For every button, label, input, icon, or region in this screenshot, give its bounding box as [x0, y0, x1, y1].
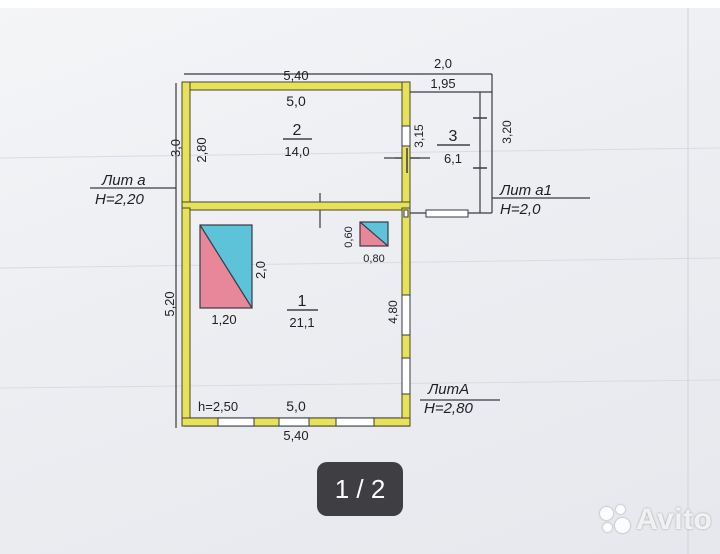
lit-a-label: Лит а — [101, 172, 146, 189]
stove-small-width: 0,80 — [363, 253, 384, 265]
avito-logo-icon — [600, 505, 630, 535]
left-inner-dim-a: 2,80 — [194, 137, 209, 162]
avito-watermark: Avito — [600, 500, 712, 540]
top-inner-dim: 5,0 — [286, 93, 306, 109]
stove-large-height: 2,0 — [253, 261, 268, 279]
page-counter: 1 / 2 — [317, 462, 403, 516]
left-outer-dim-main: 5,20 — [162, 291, 177, 316]
stove-small — [359, 221, 389, 247]
ext-right-dim: 3,20 — [500, 120, 514, 144]
bottom-outer-dim: 5,40 — [283, 428, 308, 443]
room-1-area: 21,1 — [289, 315, 314, 330]
stove-large-width: 1,20 — [211, 312, 236, 327]
paper-grid — [0, 8, 720, 554]
lit-main-label: ЛитА — [427, 381, 469, 398]
room-2-area: 14,0 — [284, 144, 309, 159]
lit-a-height: Н=2,20 — [95, 191, 144, 208]
room-2-number: 2 — [293, 122, 302, 139]
ext-room-ticks — [406, 117, 487, 173]
room-3-number: 3 — [449, 128, 458, 145]
stove-small-height: 0,60 — [343, 226, 355, 247]
top-outer-dim: 5,40 — [283, 68, 308, 83]
lit-main-height: Н=2,80 — [424, 400, 473, 417]
lit-a1-label: Лит а1 — [499, 182, 552, 199]
room-1-number: 1 — [298, 293, 307, 310]
room-3-area: 6,1 — [444, 151, 462, 166]
bottom-inner-dim: 5,0 — [286, 398, 306, 414]
ext-top-inner-dim: 1,95 — [430, 76, 455, 91]
bottom-height: h=2,50 — [198, 399, 238, 414]
right-inner-dim-main: 4,80 — [386, 300, 400, 324]
fraction-lines — [283, 138, 470, 311]
dimension-lines — [90, 73, 590, 428]
ext-top-outer-dim: 2,0 — [434, 56, 452, 71]
stove-large — [199, 224, 253, 309]
left-outer-dim-a: 3,0 — [168, 139, 183, 157]
watermark-text: Avito — [636, 503, 713, 536]
windows — [217, 125, 469, 427]
floor-plan-drawing: 5,40 5,0 2 14,0 3,0 2,80 3,15 3 6,1 2,0 … — [0, 8, 720, 554]
lit-a1-height: Н=2,0 — [500, 201, 541, 218]
right-inner-dim-a: 3,15 — [412, 124, 426, 148]
